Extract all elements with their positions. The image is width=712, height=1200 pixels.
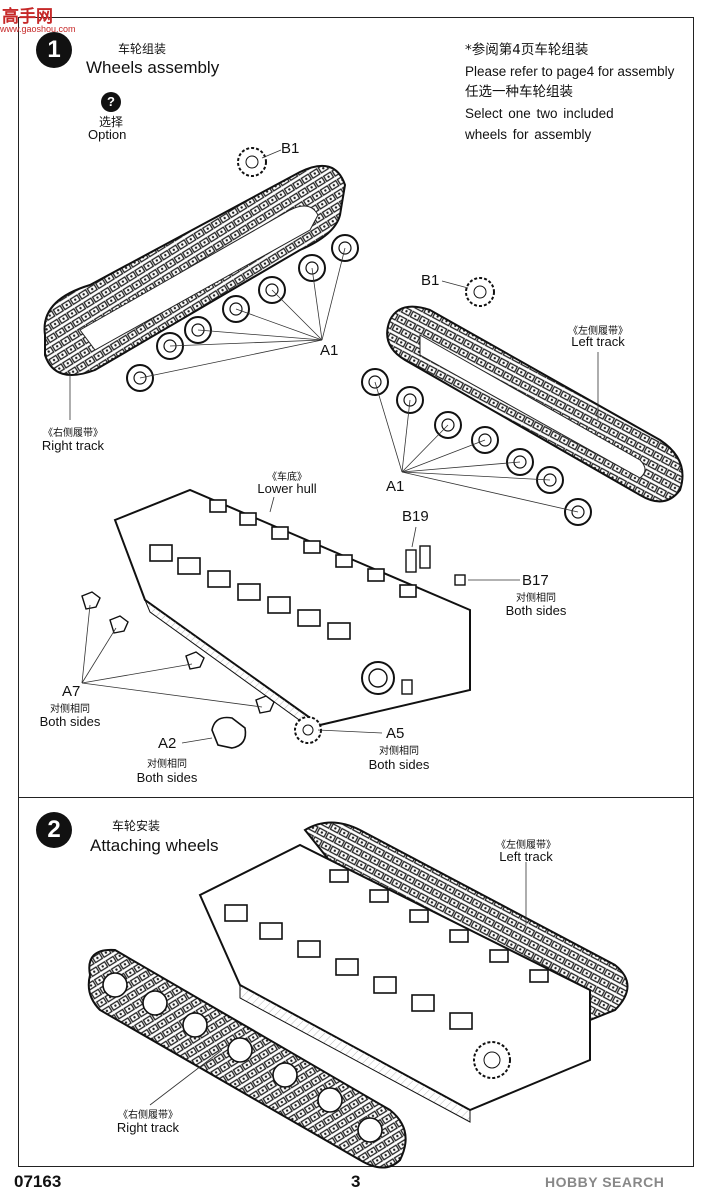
question-icon: ? (107, 94, 115, 109)
a7-both-sides-en: Both sides (39, 714, 101, 729)
a5-both-sides-cn: 对侧相同 (379, 746, 419, 757)
assembly-notes: *参阅第4页车轮组装 Please refer to page4 for ass… (465, 40, 690, 145)
part-label-a1: A1 (320, 342, 339, 359)
a2-both-sides-en: Both sides (136, 770, 198, 785)
part-label-b1-left: B1 (421, 272, 440, 289)
note-refer-cn: *参阅第4页车轮组装 (465, 42, 589, 58)
lower-hull-label-cn: 《车底》 (267, 472, 307, 483)
step-2-title-cn: 车轮安装 (112, 819, 161, 833)
left-track-label-cn: 《左侧履带》 (568, 326, 628, 337)
part-label-b1: B1 (281, 140, 300, 157)
right-track-drawing (43, 147, 359, 420)
page-number: 3 (351, 1172, 361, 1191)
right-track-label-en: Right track (41, 438, 105, 453)
step2-left-track-label-cn: 《左侧履带》 (496, 840, 556, 851)
watermark-logo: 高手网 (2, 7, 53, 27)
part-label-a5: A5 (386, 725, 405, 742)
part-label-a1-left: A1 (386, 478, 405, 495)
instruction-frame (18, 17, 694, 1167)
note-select-cn: 任选一种车轮组装 (465, 84, 573, 100)
step-divider (18, 797, 694, 798)
product-code: 07163 (14, 1172, 62, 1191)
part-label-b17: B17 (522, 572, 549, 589)
step2-left-track-label-en: Left track (499, 849, 553, 864)
step-1-title-en: Wheels assembly (86, 58, 220, 77)
note-select-en-2: wheels for assembly (465, 127, 592, 142)
lower-hull-label-en: Lower hull (257, 481, 317, 496)
right-track-label-cn: 《右侧履带》 (43, 428, 103, 439)
left-track-label-en: Left track (571, 334, 625, 349)
part-label-a7: A7 (62, 683, 81, 700)
step2-right-track-label-cn: 《右侧履带》 (118, 1110, 178, 1121)
attaching-wheels-drawing (87, 821, 629, 1169)
left-track-drawing (361, 277, 684, 526)
a5-both-sides-en: Both sides (368, 757, 430, 772)
a2-both-sides-cn: 对侧相同 (147, 759, 187, 770)
step-1-title-cn: 车轮组装 (118, 42, 167, 56)
step-2-title-en: Attaching wheels (90, 836, 219, 855)
option-badge: ? (101, 92, 121, 112)
note-refer-en: Please refer to page4 for assembly (465, 64, 675, 79)
b17-both-sides-en: Both sides (505, 603, 567, 618)
part-label-a2: A2 (158, 735, 177, 752)
a7-both-sides-cn: 对侧相同 (50, 704, 90, 715)
b17-both-sides-cn: 对侧相同 (516, 593, 556, 604)
step2-right-track-label-en: Right track (116, 1120, 180, 1135)
step-2-number: 2 (36, 812, 72, 848)
watermark-url: www.gaoshou.com (0, 24, 76, 34)
hobby-search-logo: HOBBY SEARCH (545, 1174, 665, 1190)
step-1-number: 1 (36, 32, 72, 68)
option-label-cn: 选择 (99, 115, 124, 129)
note-select-en-1: Select one two included (465, 106, 614, 121)
part-label-b19: B19 (402, 508, 429, 525)
option-label-en: Option (88, 127, 127, 142)
lower-hull-drawing (81, 488, 520, 749)
